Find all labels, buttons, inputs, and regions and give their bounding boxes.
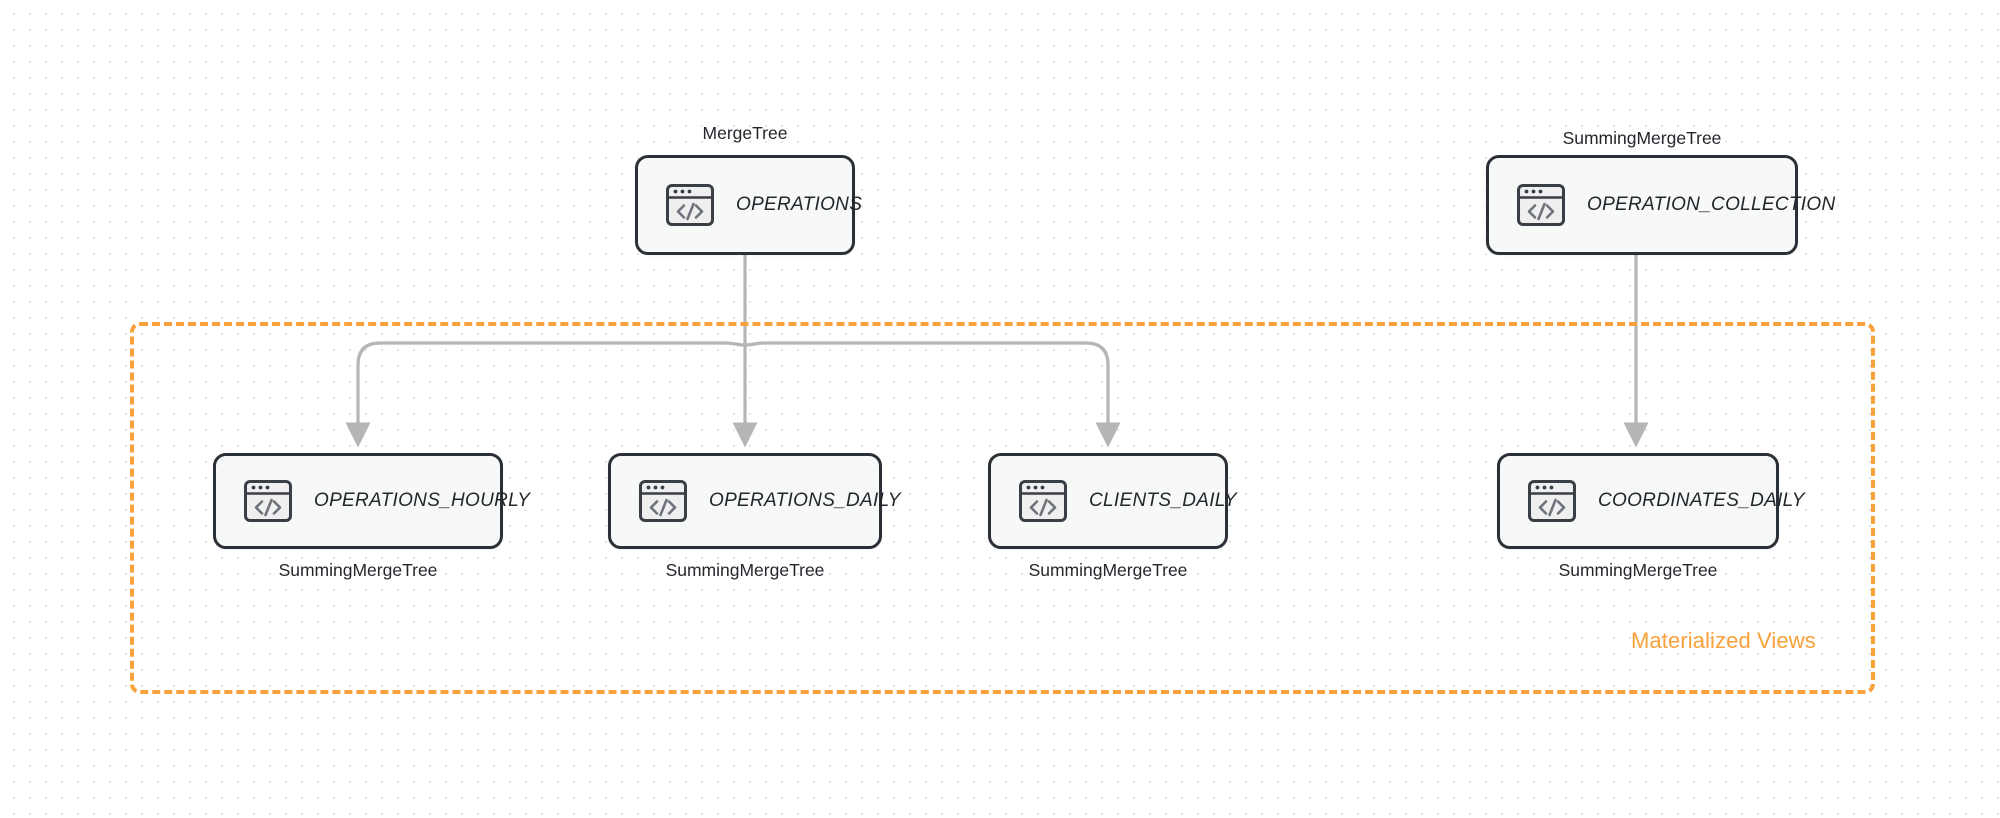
node-operations-daily-title: OPERATIONS_DAILY — [709, 490, 901, 511]
code-window-icon — [664, 179, 716, 231]
materialized-views-group[interactable] — [130, 322, 1875, 694]
materialized-views-group-label: Materialized Views — [1631, 628, 1816, 653]
node-clients-daily-title: CLIENTS_DAILY — [1089, 490, 1237, 511]
engine-label-operations: MergeTree — [702, 123, 788, 143]
engine-label-clients-daily: SummingMergeTree — [1028, 560, 1188, 580]
code-window-icon — [1526, 475, 1578, 527]
node-operations-daily[interactable]: OPERATIONS_DAILY — [608, 453, 900, 549]
code-window-icon — [242, 475, 294, 527]
node-operations-title: OPERATIONS — [736, 194, 863, 215]
engine-label-operations-daily: SummingMergeTree — [665, 560, 825, 580]
node-operations-hourly[interactable]: OPERATIONS_HOURLY — [213, 453, 530, 549]
node-operation-collection[interactable]: OPERATION_COLLECTION — [1486, 155, 1835, 255]
code-window-icon — [1017, 475, 1069, 527]
node-clients-daily[interactable]: CLIENTS_DAILY — [988, 453, 1237, 549]
engine-label-operation-collection: SummingMergeTree — [1562, 128, 1722, 148]
node-operation-collection-title: OPERATION_COLLECTION — [1587, 194, 1836, 215]
node-operations[interactable]: OPERATIONS — [635, 155, 862, 255]
engine-label-coordinates-daily: SummingMergeTree — [1558, 560, 1718, 580]
node-coordinates-daily[interactable]: COORDINATES_DAILY — [1497, 453, 1804, 549]
code-window-icon — [637, 475, 689, 527]
node-operations-hourly-title: OPERATIONS_HOURLY — [314, 490, 531, 511]
code-window-icon — [1515, 179, 1567, 231]
node-coordinates-daily-title: COORDINATES_DAILY — [1598, 490, 1805, 511]
engine-label-operations-hourly: SummingMergeTree — [278, 560, 438, 580]
